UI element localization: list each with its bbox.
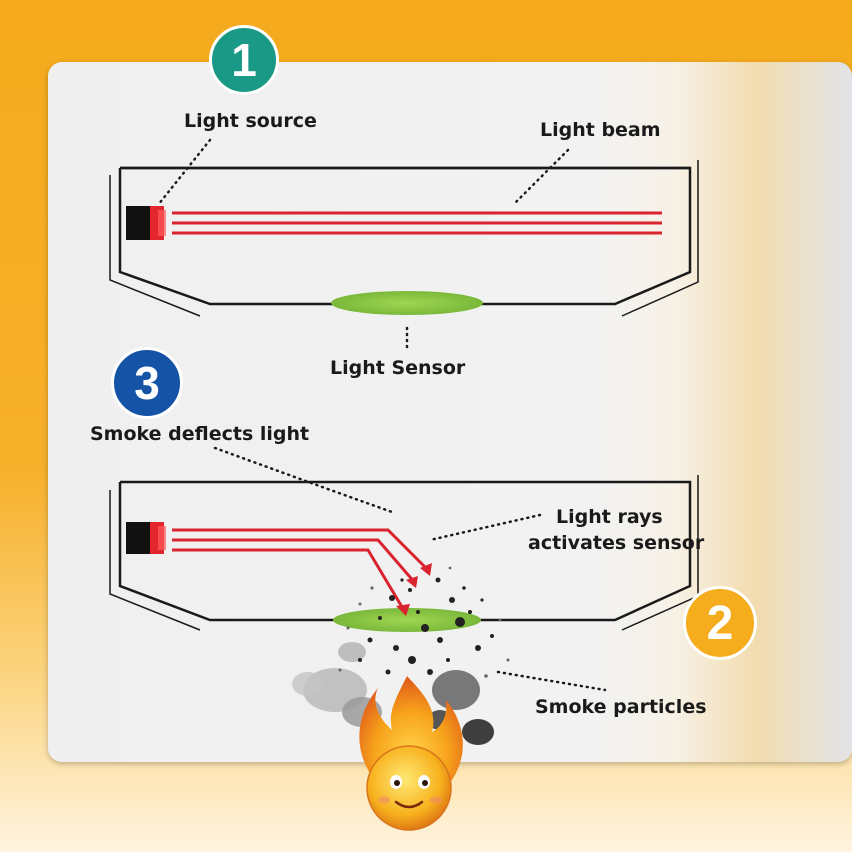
light-sensor-label: Light Sensor <box>330 357 466 379</box>
beam-arrowheads <box>396 563 432 616</box>
light-rays-label-line1: Light rays <box>556 506 663 528</box>
bottom-light-sensor-icon <box>333 608 481 632</box>
top-light-beam <box>172 211 662 235</box>
flame-face-icon <box>359 676 463 831</box>
smoke-deflects-light-label: Smoke deflects light <box>90 423 310 445</box>
step-3-badge: 3 <box>111 347 183 419</box>
light-rays-label-line2: activates sensor <box>528 532 705 554</box>
top-light-sensor-icon <box>331 291 483 315</box>
step-1-badge: 1 <box>209 25 279 95</box>
bottom-leader-lines <box>213 446 607 692</box>
top-chamber <box>109 160 699 317</box>
smoke-particles-label: Smoke particles <box>535 696 707 718</box>
top-leader-lines <box>156 138 570 354</box>
step-2-badge: 2 <box>683 586 757 660</box>
top-light-emitter-icon <box>126 206 166 240</box>
smoke-cloud-icon <box>292 566 510 745</box>
bottom-light-emitter-icon <box>126 522 166 554</box>
light-source-label: Light source <box>184 110 317 132</box>
deflected-light-beams <box>172 528 432 613</box>
light-beam-label: Light beam <box>540 119 661 141</box>
